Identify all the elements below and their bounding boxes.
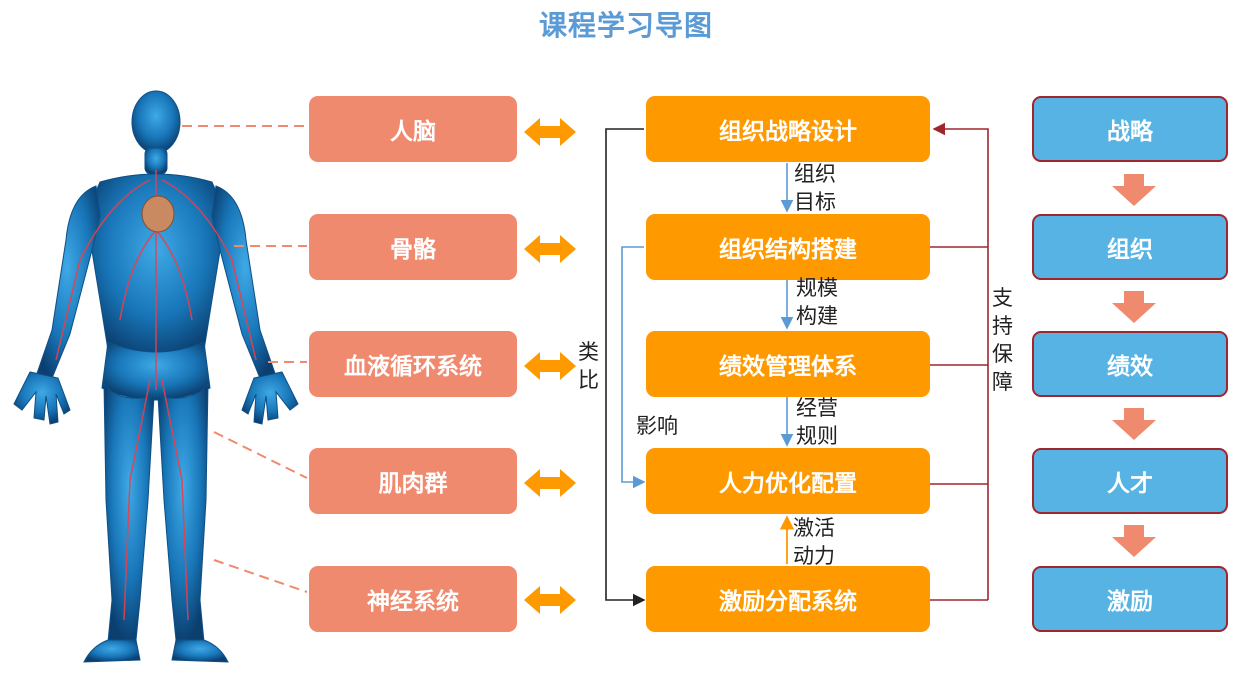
- module-incentive-system: 激励分配系统: [646, 566, 930, 632]
- body-part-skeleton: 骨骼: [309, 214, 517, 280]
- chain-talent: 人才: [1032, 448, 1228, 514]
- chain-incentive: 激励: [1032, 566, 1228, 632]
- module-performance: 绩效管理体系: [646, 331, 930, 397]
- body-part-muscles: 肌肉群: [309, 448, 517, 514]
- label-analogy: 类 比: [578, 340, 599, 392]
- analogy-bracket: [605, 128, 646, 607]
- chain-down-arrows: [1112, 174, 1156, 557]
- leader-lines: [182, 125, 308, 593]
- label-scale-build: 规模 构建: [796, 276, 838, 328]
- influence-line: [621, 246, 646, 489]
- body-part-circulation: 血液循环系统: [309, 331, 517, 397]
- module-hr-optimization: 人力优化配置: [646, 448, 930, 514]
- heart: [141, 195, 175, 233]
- module-strategy-design: 组织战略设计: [646, 96, 930, 162]
- label-influence: 影响: [636, 414, 678, 438]
- human-body-figure: [13, 90, 299, 663]
- label-motivation: 激活 动力: [793, 516, 835, 568]
- body-part-brain: 人脑: [309, 96, 517, 162]
- label-org-goal: 组织 目标: [794, 162, 836, 214]
- double-arrows: [524, 118, 576, 614]
- chain-performance: 绩效: [1032, 331, 1228, 397]
- module-structure-build: 组织结构搭建: [646, 214, 930, 280]
- support-bracket: [930, 122, 989, 601]
- label-operating-rules: 经营 规则: [796, 396, 838, 448]
- chain-strategy: 战略: [1032, 96, 1228, 162]
- chain-organization: 组织: [1032, 214, 1228, 280]
- page-title: 课程学习导图: [538, 9, 713, 42]
- label-support: 支 持 保 障: [992, 286, 1013, 394]
- body-part-nervous: 神经系统: [309, 566, 517, 632]
